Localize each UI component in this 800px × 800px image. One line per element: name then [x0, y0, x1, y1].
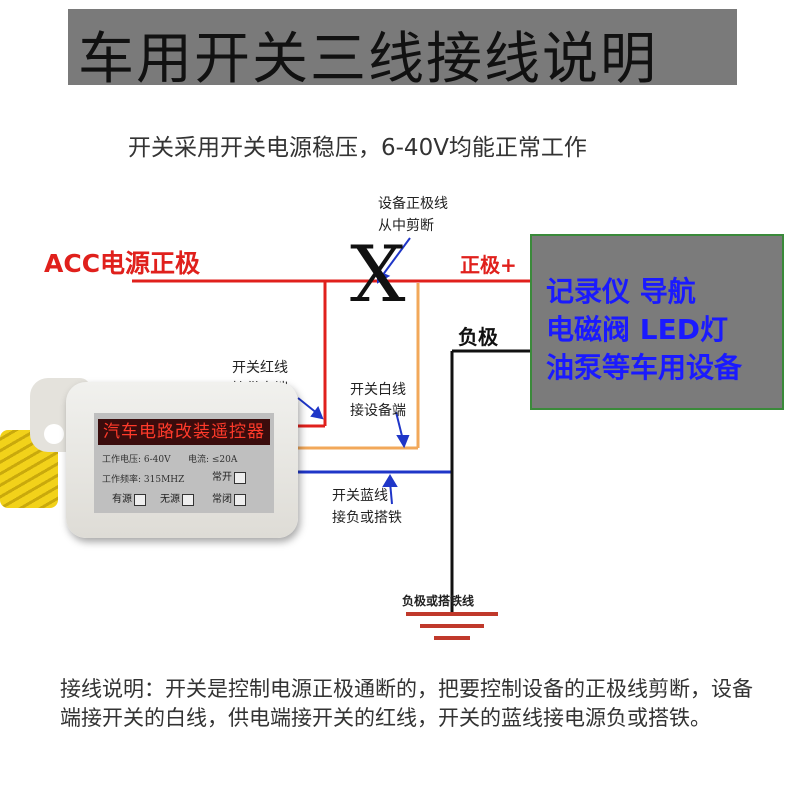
- always-on-checkbox: [234, 471, 246, 484]
- title-bar: [68, 9, 737, 85]
- mount-hole: [44, 424, 64, 444]
- wiring-instructions: 接线说明：开关是控制电源正极通断的，把要控制设备的正极线剪断，设备端接开关的白线…: [60, 677, 753, 730]
- cut-note-line2: 从中剪断: [378, 218, 434, 234]
- blue-wire-label-line2: 接负或搭铁: [332, 510, 402, 526]
- with-power-label: 有源: [112, 494, 132, 505]
- white-wire-label-line2: 接设备端: [350, 403, 406, 419]
- always-off-checkbox: [234, 493, 246, 506]
- cut-note-line1: 设备正极线: [378, 196, 448, 212]
- device-line-1: 记录仪 导航: [546, 275, 696, 308]
- cut-mark: X: [350, 230, 406, 320]
- no-power-label: 无源: [160, 494, 180, 505]
- always-on-option: 常开: [212, 468, 246, 484]
- module-voltage: 工作电压: 6-40V: [102, 455, 171, 465]
- always-on-label: 常开: [212, 472, 232, 483]
- cut-arrow: [381, 237, 411, 277]
- always-off-label: 常闭: [212, 494, 232, 505]
- red-wire-label-line1: 开关红线: [232, 360, 288, 376]
- with-power-option: 有源: [112, 490, 146, 506]
- positive-label: 正极+: [460, 253, 517, 277]
- white-wire-label-line1: 开关白线: [350, 382, 406, 398]
- acc-label: ACC电源正极: [44, 249, 201, 278]
- module-current: 电流: ≤20A: [188, 455, 238, 465]
- subtitle: 开关采用开关电源稳压，6-40V均能正常工作: [128, 135, 587, 161]
- page-title: 车用开关三线接线说明: [78, 27, 658, 92]
- negative-label: 负极: [458, 325, 498, 349]
- ground-label: 负极或搭铁线: [402, 594, 475, 608]
- always-off-option: 常闭: [212, 490, 246, 506]
- with-power-checkbox: [134, 493, 146, 506]
- module-frequency: 工作频率: 315MHZ: [102, 475, 185, 485]
- device-line-3: 油泵等车用设备: [546, 351, 743, 384]
- blue-wire-label-line1: 开关蓝线: [332, 488, 388, 504]
- device-line-2: 电磁阀 LED灯: [546, 313, 728, 346]
- no-power-checkbox: [182, 493, 194, 506]
- no-power-option: 无源: [160, 490, 194, 506]
- device-box: [530, 234, 784, 410]
- module-display: 汽车电路改装遥控器: [98, 419, 270, 445]
